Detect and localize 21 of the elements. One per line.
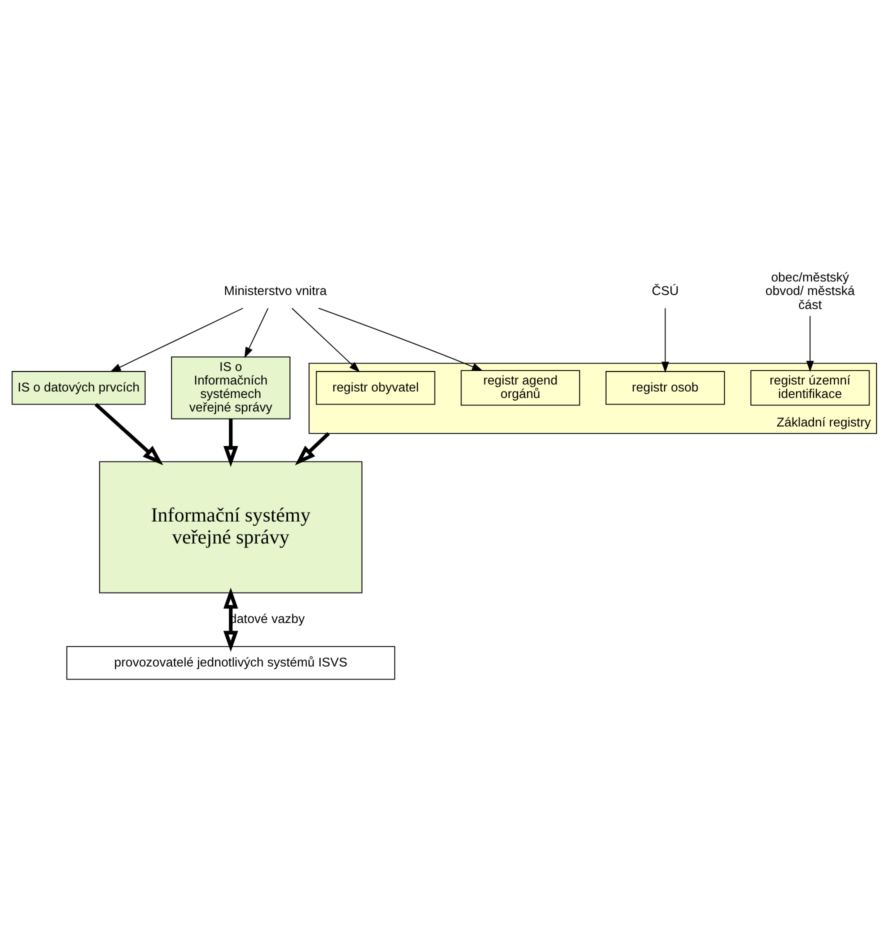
node-box: IS o datových prvcích xyxy=(12,371,146,405)
node-box: registr územní identifikace xyxy=(750,370,870,406)
arrow xyxy=(806,316,814,372)
node-box: provozovatelé jednotlivých systémů ISVS xyxy=(66,646,396,680)
arrow xyxy=(94,402,164,466)
arrow xyxy=(223,588,238,652)
arrow xyxy=(291,308,360,372)
node-box: IS o Informačních systémech veřejné správy xyxy=(171,356,290,420)
node-box: registr agend orgánů xyxy=(460,370,580,406)
node-box: registr osob xyxy=(606,371,725,405)
arrow xyxy=(244,308,268,358)
arrow xyxy=(318,308,483,371)
node-text: ČSÚ xyxy=(652,283,679,298)
arrow xyxy=(661,308,670,373)
node-text: Ministerstvo vnitra xyxy=(224,283,327,298)
node-text: obec/městský obvod/ městská část xyxy=(765,269,855,312)
arrow xyxy=(294,432,330,466)
arrow xyxy=(223,418,238,468)
arrow xyxy=(110,308,244,372)
node-box: Informační systémy veřejné správy xyxy=(99,461,362,594)
node-box: registr obyvatel xyxy=(316,371,436,405)
